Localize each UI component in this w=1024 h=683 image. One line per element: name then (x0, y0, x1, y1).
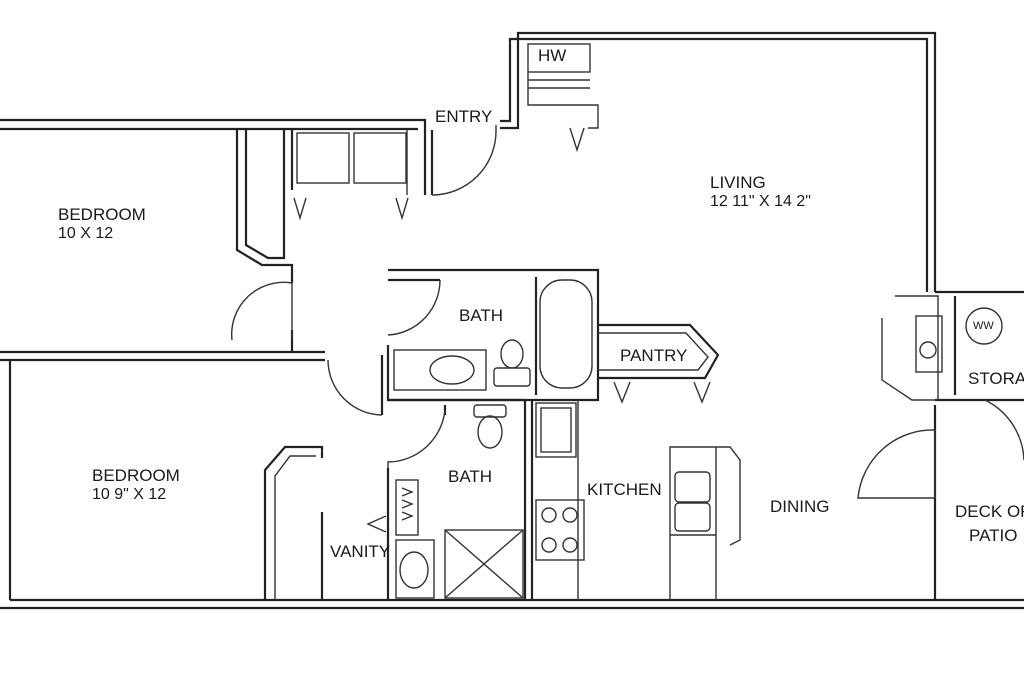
bath2-label: BATH (448, 467, 493, 486)
hw-label: HW (538, 46, 567, 65)
entry-door (430, 43, 599, 196)
bedroom1-size: 10 X 12 (58, 224, 114, 242)
storage-label: STORA (968, 369, 1024, 388)
living-size: 12 11" X 14 2" (710, 192, 811, 210)
kitchen-label: KITCHEN (587, 480, 662, 499)
deck-label-line1: DECK OF (955, 502, 1024, 521)
ww-label: WW (973, 320, 994, 332)
bath1-label: BATH (459, 306, 504, 325)
bath2 (366, 398, 527, 600)
storage-area (857, 290, 1024, 600)
bedroom1-label: BEDROOM 10 X 12 (58, 205, 146, 243)
entry-label: ENTRY (435, 107, 493, 126)
living-name: LIVING (710, 173, 766, 192)
bedroom2-closet (263, 445, 324, 600)
living-label: LIVING 12 11" X 14 2" (710, 173, 811, 211)
dining-label: DINING (770, 497, 830, 516)
pantry-label: PANTRY (620, 346, 688, 365)
exterior-walls (0, 31, 1024, 610)
bedroom1-name: BEDROOM (58, 205, 146, 224)
pantry (598, 323, 720, 404)
bedroom1-walls (230, 129, 409, 352)
bedroom2-size: 10 9" X 12 (92, 485, 167, 503)
bedroom2-name: BEDROOM (92, 466, 180, 485)
bath1 (327, 268, 600, 416)
deck-label-line2: PATIO (969, 526, 1018, 545)
kitchen (530, 400, 741, 600)
bedroom2-label: BEDROOM 10 9" X 12 (92, 466, 180, 504)
vanity-label: VANITY (330, 542, 391, 561)
